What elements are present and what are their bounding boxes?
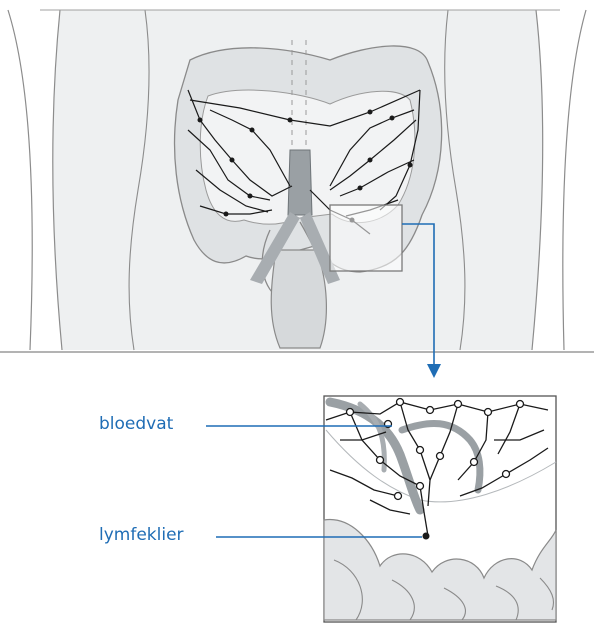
arrow-down-icon bbox=[427, 364, 441, 378]
right-arm bbox=[563, 10, 586, 350]
lymph-nodes-label: lymfeklier bbox=[99, 525, 184, 545]
aorta bbox=[288, 150, 312, 215]
detail-lymph-node-marked bbox=[423, 533, 430, 540]
detail-illustration bbox=[324, 396, 556, 622]
rectum bbox=[271, 250, 326, 348]
zoom-region-box bbox=[330, 205, 402, 271]
blood-vessel-label: bloedvat bbox=[99, 414, 173, 434]
torso-illustration bbox=[0, 10, 594, 352]
left-arm bbox=[8, 10, 32, 350]
